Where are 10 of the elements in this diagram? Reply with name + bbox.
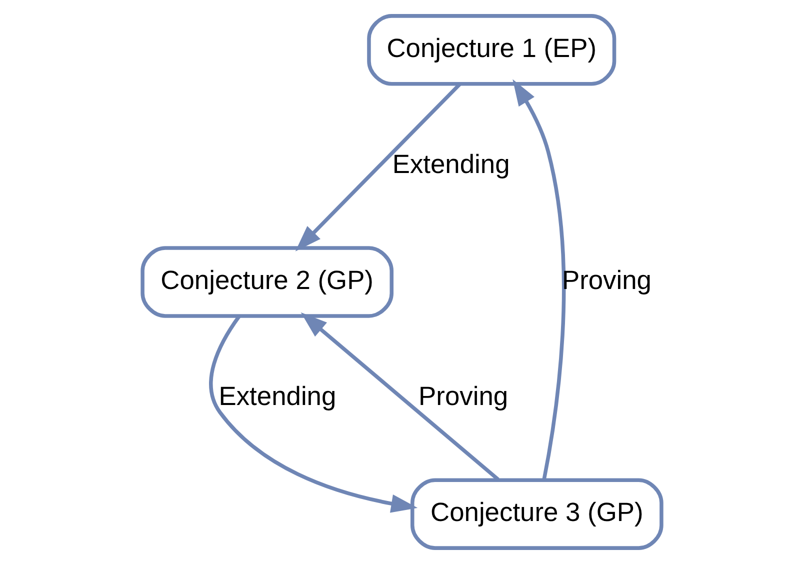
edge-label: Proving <box>418 381 508 412</box>
edge-label: Extending <box>392 148 510 179</box>
arrow <box>209 315 418 513</box>
edge-label: Extending <box>218 381 336 412</box>
arrow <box>512 79 566 480</box>
arrow <box>295 82 462 252</box>
arrow <box>300 312 500 481</box>
node-box: Conjecture 1 (EP) <box>367 14 616 86</box>
node-box: Conjecture 3 (GP) <box>410 478 664 550</box>
node-box: Conjecture 2 (GP) <box>140 246 394 318</box>
